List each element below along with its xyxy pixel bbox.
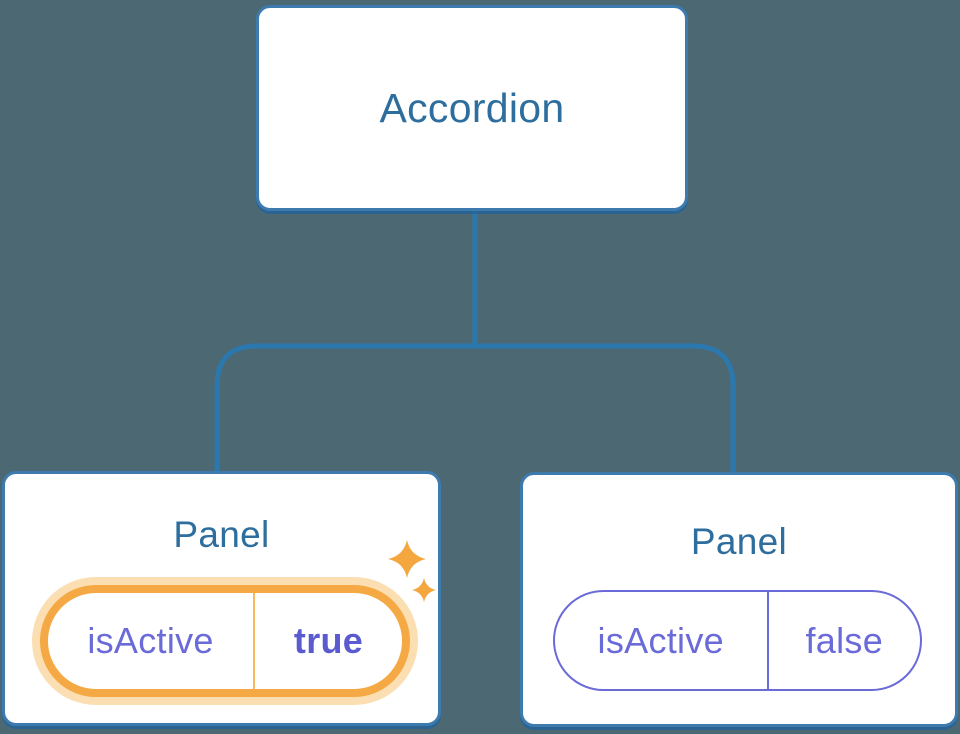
accordion-node-label: Accordion [379,84,565,131]
prop-value-label: false [805,619,884,661]
sparkle-icon-small [412,578,436,602]
connector-branch-line [214,343,736,478]
prop-value-label: true [293,620,364,661]
prop-pill-active: isActive true [40,585,410,697]
prop-pill-inactive: isActive false [553,590,922,691]
panel-node-label: Panel [690,521,788,562]
prop-name-label: isActive [555,592,769,689]
prop-name-label: isActive [48,593,256,689]
panel-node-inactive: Panel isActive false [520,472,958,727]
sparkle-icon-large [388,540,426,578]
panel-node-active: Panel isActive true [2,471,441,726]
panel-node-label: Panel [173,514,270,555]
accordion-node: Accordion [256,5,688,211]
sparkle-icon [388,540,436,602]
